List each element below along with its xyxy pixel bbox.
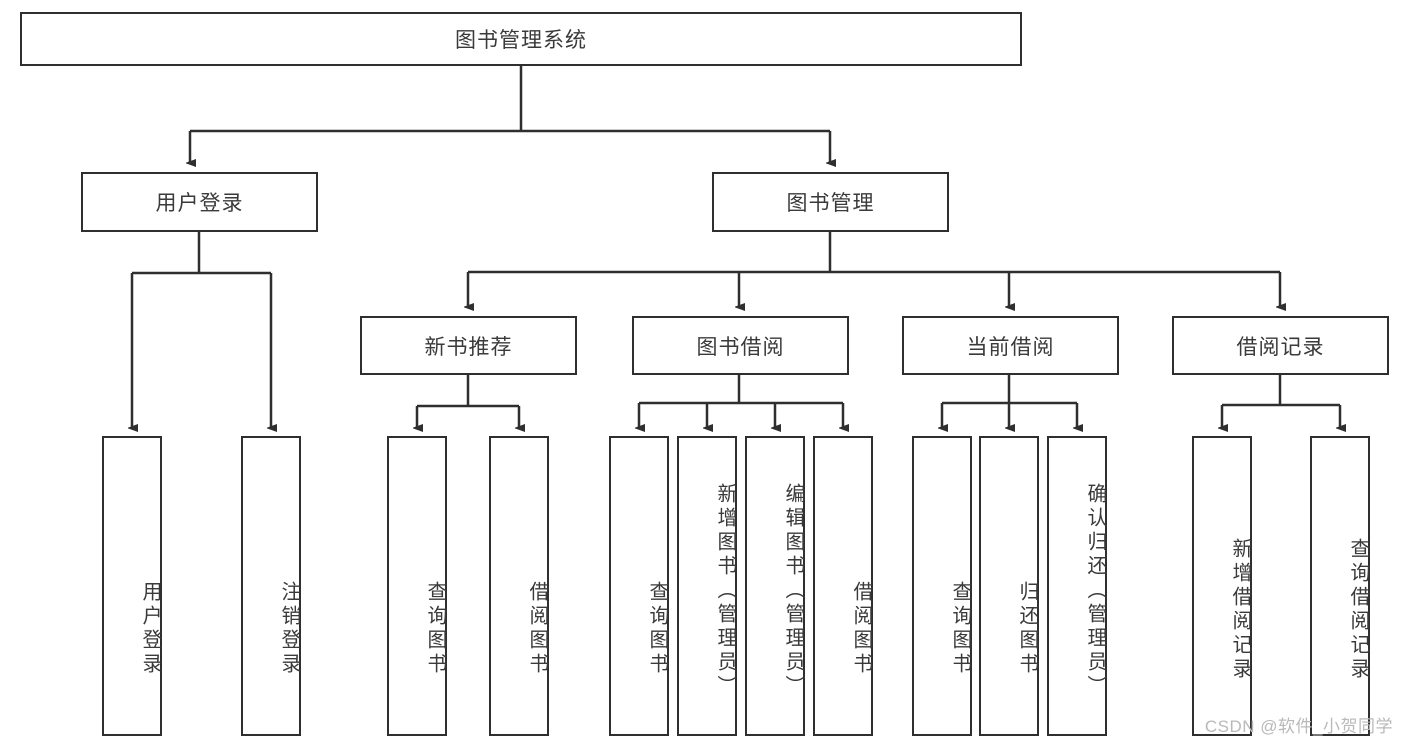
node-current-borrow-label: 当前借阅	[966, 335, 1055, 359]
leaf-add-record[interactable]: 新增借阅记录	[1192, 436, 1252, 736]
leaf-query-record-label: 查询借阅记录	[1347, 538, 1369, 682]
leaf-query-book-2[interactable]: 查询图书	[609, 436, 669, 736]
leaf-borrow-book-2-label: 借阅图书	[850, 581, 872, 677]
leaf-user-login-label: 用户登录	[139, 581, 161, 677]
leaf-query-record[interactable]: 查询借阅记录	[1310, 436, 1370, 736]
node-user-login-label: 用户登录	[155, 192, 244, 215]
leaf-confirm-return-label: 确认归还（管理员）	[1084, 483, 1106, 699]
node-borrow-record-label: 借阅记录	[1236, 335, 1325, 359]
node-root-label: 图书管理系统	[455, 29, 587, 52]
leaf-edit-book-label: 编辑图书（管理员）	[782, 483, 804, 699]
leaf-user-login[interactable]: 用户登录	[102, 436, 162, 736]
node-book-borrow[interactable]: 图书借阅	[632, 316, 849, 375]
leaf-user-logout[interactable]: 注销登录	[241, 436, 301, 736]
leaf-borrow-book-1[interactable]: 借阅图书	[489, 436, 549, 736]
node-root[interactable]: 图书管理系统	[20, 12, 1022, 66]
leaf-add-record-label: 新增借阅记录	[1229, 538, 1251, 682]
leaf-user-logout-label: 注销登录	[278, 581, 300, 677]
leaf-borrow-book-1-label: 借阅图书	[526, 581, 548, 677]
leaf-borrow-book-2[interactable]: 借阅图书	[813, 436, 873, 736]
node-book-manage[interactable]: 图书管理	[712, 172, 949, 232]
node-book-manage-label: 图书管理	[786, 192, 875, 215]
leaf-return-book-label: 归还图书	[1016, 581, 1038, 677]
node-new-book-recommend[interactable]: 新书推荐	[360, 316, 577, 375]
leaf-query-book-2-label: 查询图书	[646, 581, 668, 677]
leaf-query-book-3-label: 查询图书	[949, 581, 971, 677]
node-borrow-record[interactable]: 借阅记录	[1172, 316, 1389, 375]
node-new-book-recommend-label: 新书推荐	[424, 335, 513, 359]
node-book-borrow-label: 图书借阅	[696, 335, 785, 359]
leaf-add-book-label: 新增图书（管理员）	[714, 483, 736, 699]
node-current-borrow[interactable]: 当前借阅	[902, 316, 1119, 375]
leaf-query-book-1[interactable]: 查询图书	[387, 436, 447, 736]
leaf-edit-book[interactable]: 编辑图书（管理员）	[745, 436, 805, 736]
leaf-query-book-1-label: 查询图书	[424, 581, 446, 677]
node-user-login[interactable]: 用户登录	[81, 172, 318, 232]
leaf-query-book-3[interactable]: 查询图书	[912, 436, 972, 736]
leaf-return-book[interactable]: 归还图书	[979, 436, 1039, 736]
leaf-confirm-return[interactable]: 确认归还（管理员）	[1047, 436, 1107, 736]
leaf-add-book[interactable]: 新增图书（管理员）	[677, 436, 737, 736]
